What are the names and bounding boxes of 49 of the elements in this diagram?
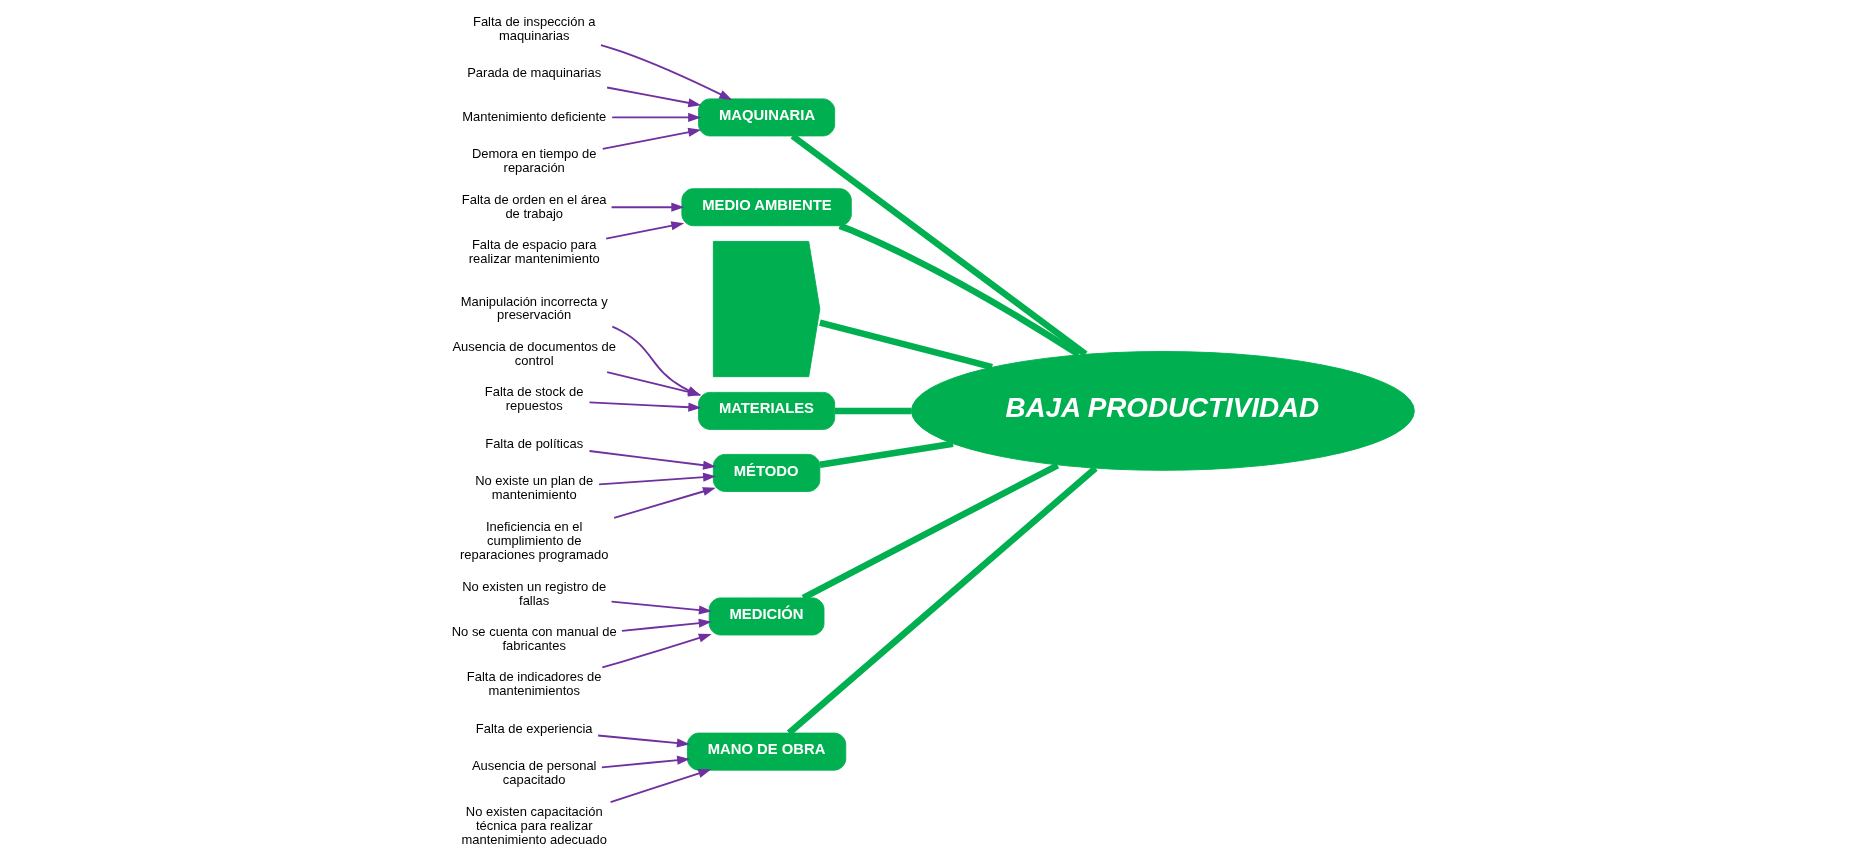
arrow: [588, 450, 716, 470]
node-text: Ausencia de documentos de control: [451, 338, 616, 368]
node-text: Falta de inspección a maquinarias: [472, 13, 595, 43]
arrow: [599, 44, 732, 101]
node-text: Falta de orden en el área de trabajo: [461, 191, 607, 221]
node-text: Falta de stock de repuestos: [484, 384, 584, 414]
connector: [786, 465, 1098, 736]
connector: [834, 407, 911, 415]
node-text: Ineficiencia en el cumplimiento de reparaciones programado: [459, 518, 608, 562]
node-ellipse: BAJA PRODUCTIVIDAD: [910, 351, 1415, 471]
arrow: [600, 633, 712, 669]
arrow: [596, 734, 690, 748]
node-box: MÉTODO: [712, 453, 820, 492]
node-box: MANO DE OBRA: [686, 732, 846, 771]
node-text: No existen capacitación técnica para realizar mantenimiento adecuado: [460, 804, 607, 847]
node-chevron: [712, 241, 820, 378]
connector: [838, 222, 1080, 358]
node-text: Parada de maquinarias: [466, 65, 601, 81]
connector: [801, 462, 1059, 601]
arrow: [620, 618, 712, 632]
node-text: Falta de espacio para realizar mantenimiento: [468, 237, 600, 266]
node-text: No existen un registro de fallas: [461, 578, 606, 608]
node-text: Falta de experiencia: [475, 720, 593, 736]
arrow: [605, 86, 701, 108]
node-text: Mantenimiento deficiente: [461, 108, 606, 124]
arrow: [609, 769, 711, 803]
node-text: Demora en tiempo de reparación: [471, 146, 596, 176]
node-text: No existe un plan de mantenimiento: [474, 473, 593, 503]
arrow: [597, 472, 716, 486]
node-box: MEDICIÓN: [708, 597, 824, 636]
node-text: Manipulación incorrecta y preservación: [460, 293, 608, 323]
node-text: Ausencia de personal capacitado: [471, 758, 596, 788]
node-box: MAQUINARIA: [697, 98, 835, 137]
node-text: Falta de indicadores de mantenimientos: [466, 669, 602, 699]
connector: [818, 440, 953, 468]
node-text: No se cuenta con manual de fabricantes: [451, 624, 617, 653]
arrow: [610, 202, 684, 212]
arrow: [601, 127, 701, 150]
arrow: [600, 755, 690, 769]
node-box: MATERIALES: [697, 391, 835, 430]
connector: [790, 133, 1087, 357]
connector: [818, 319, 993, 371]
arrow: [604, 221, 684, 240]
arrow: [612, 487, 716, 519]
arrow: [610, 112, 701, 122]
node-text: Falta de políticas: [484, 435, 583, 451]
arrow: [610, 600, 712, 615]
node-box: MEDIO AMBIENTE: [680, 188, 852, 227]
arrow: [588, 401, 701, 412]
